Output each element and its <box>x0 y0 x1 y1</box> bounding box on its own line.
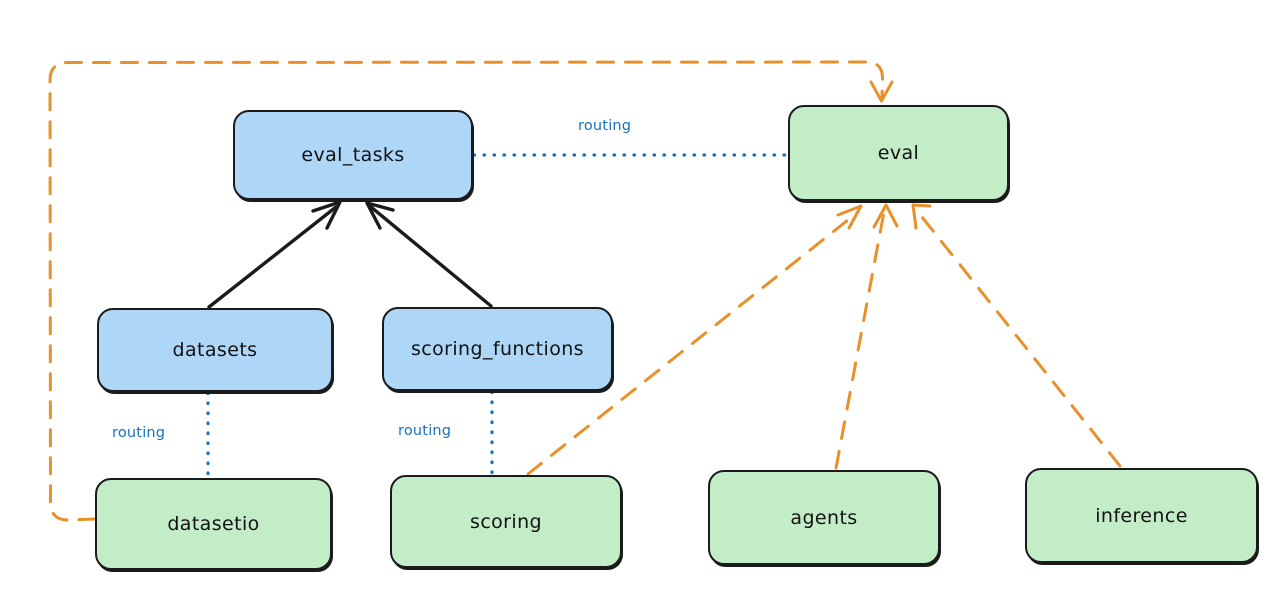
edge-scoring-functions-to-eval-tasks <box>365 201 493 308</box>
edge-label-routing-scoring-functions: routing <box>398 423 452 439</box>
edge-inference-to-eval <box>911 203 1122 468</box>
node-eval-tasks[interactable]: eval_tasks <box>233 110 473 200</box>
edge-label-routing-datasets: routing <box>112 425 166 441</box>
node-datasets-label: datasets <box>172 339 258 361</box>
node-eval-tasks-label: eval_tasks <box>301 144 405 166</box>
node-agents-label: agents <box>790 506 858 529</box>
edge-agents-to-eval <box>834 203 899 470</box>
node-scoring[interactable]: scoring <box>390 475 622 568</box>
node-datasetio[interactable]: datasetio <box>95 478 332 570</box>
edge-label-routing-eval-tasks: routing <box>578 118 632 134</box>
node-scoring-label: scoring <box>470 510 542 533</box>
node-eval[interactable]: eval <box>788 105 1009 201</box>
node-agents[interactable]: agents <box>708 470 940 565</box>
node-scoring-functions-label: scoring_functions <box>411 338 584 360</box>
node-inference[interactable]: inference <box>1025 468 1258 563</box>
node-datasets[interactable]: datasets <box>97 308 333 392</box>
edge-datasets-to-eval-tasks <box>207 200 342 309</box>
node-inference-label: inference <box>1095 504 1188 527</box>
node-eval-label: eval <box>877 142 920 164</box>
node-datasetio-label: datasetio <box>167 513 260 535</box>
node-scoring-functions[interactable]: scoring_functions <box>382 307 613 391</box>
